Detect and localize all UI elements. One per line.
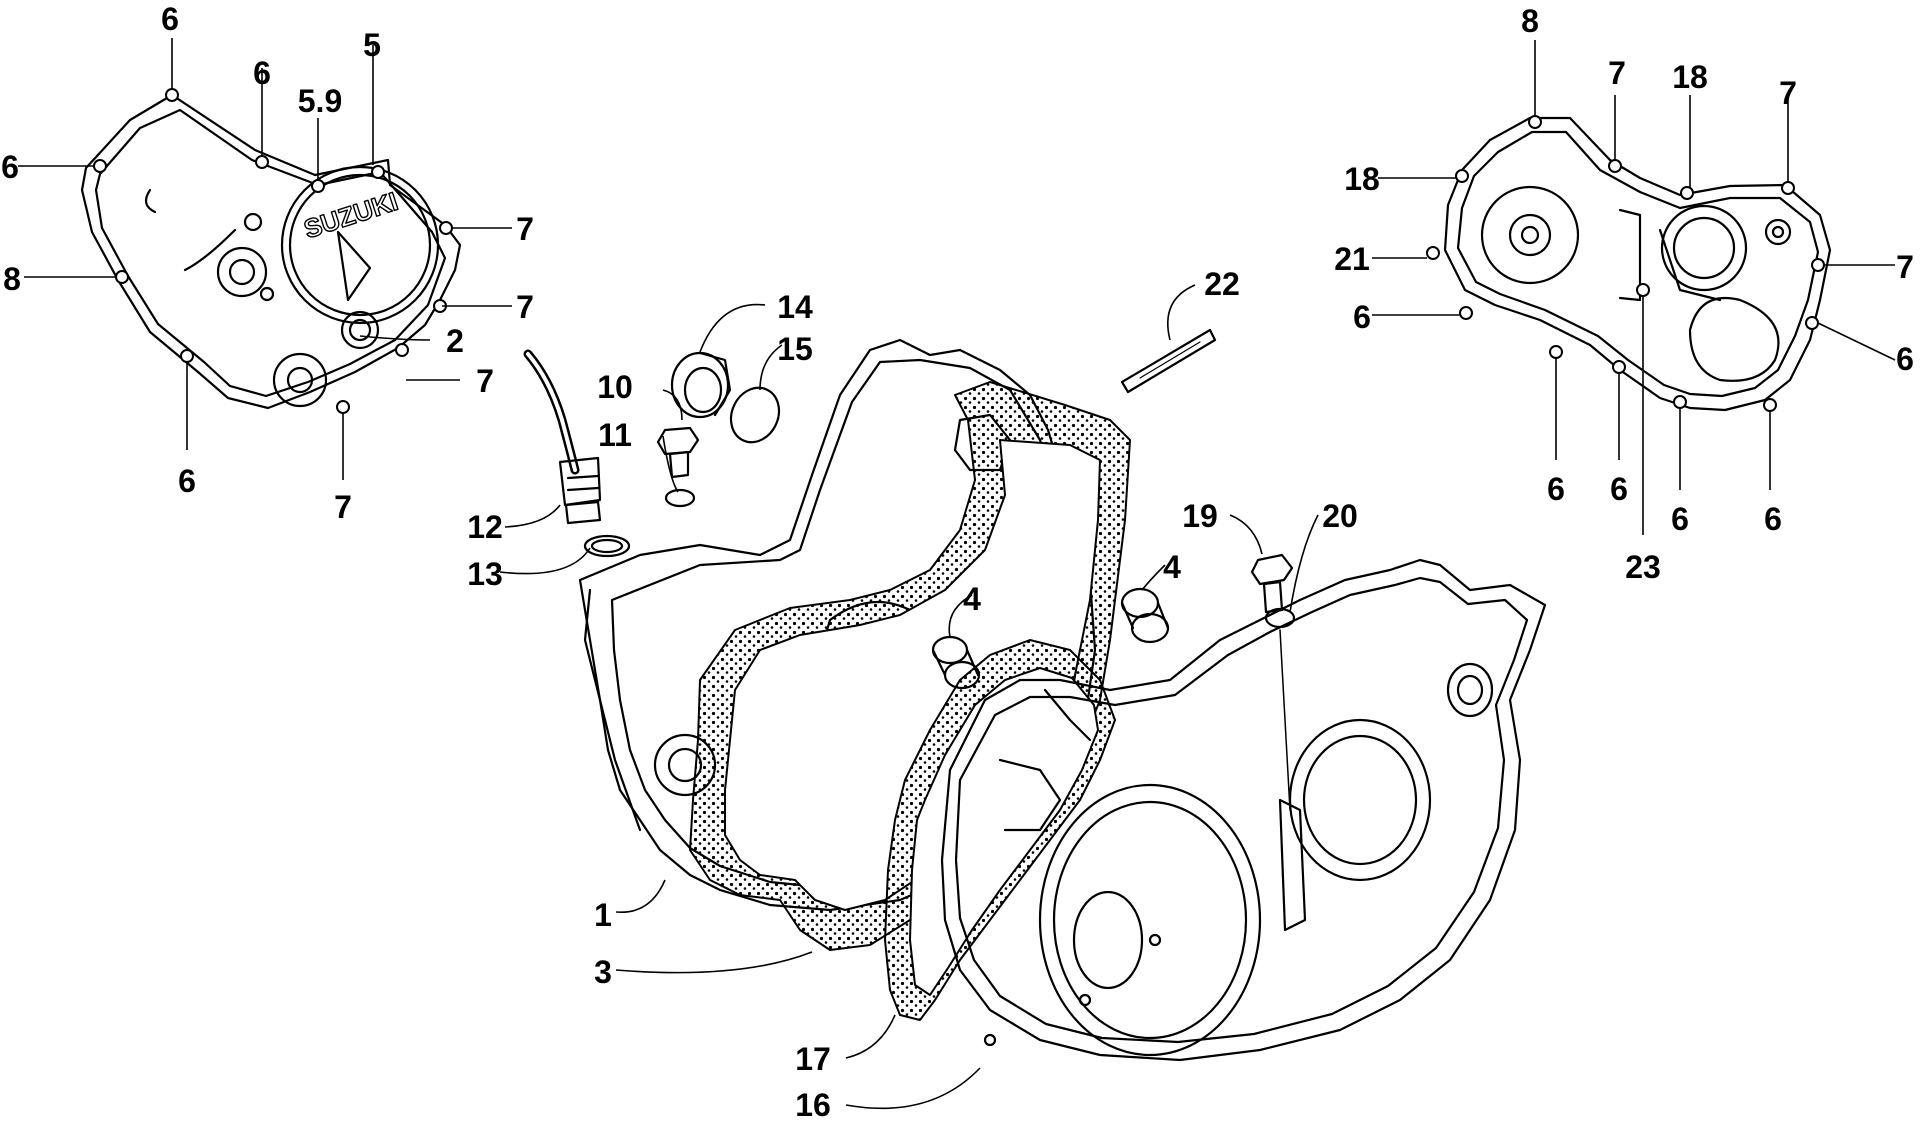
crankcase-right-half (940, 558, 1547, 1062)
callout-label: 1 (594, 897, 612, 933)
callout-label: 11 (598, 417, 632, 453)
callout-label: 8 (3, 261, 21, 297)
callout-label: 4 (963, 581, 981, 617)
leader-lines (18, 38, 1896, 1110)
callout-label: 7 (1896, 249, 1914, 285)
assembly-line-19 (1279, 629, 1291, 811)
callout-label: 21 (1334, 241, 1370, 277)
callout-label: 16 (795, 1087, 831, 1123)
callout-label: 3 (594, 954, 612, 990)
callout-label: 6 (1671, 501, 1689, 537)
callout-label: 6 (1, 149, 19, 185)
callout-label: 6 (161, 1, 179, 37)
callout-label: 6 (1353, 299, 1371, 335)
callout-label: 13 (467, 556, 503, 592)
suzuki-brand-text: SUZUKI (300, 186, 401, 244)
callout-label: 7 (516, 211, 534, 247)
callout-label: 18 (1344, 161, 1380, 197)
drain-bolt-10 (656, 426, 700, 479)
circlip-15 (729, 386, 781, 444)
callout-label: 4 (1163, 549, 1181, 585)
callout-label: 8 (1521, 3, 1539, 39)
dowel-pin-4b (1120, 587, 1170, 644)
callout-label: 5 (363, 27, 381, 63)
washer-11 (664, 488, 696, 508)
callout-label: 15 (777, 331, 813, 367)
callout-label: 6 (1547, 471, 1565, 507)
callout-label: 14 (777, 289, 813, 325)
washer-20 (1264, 607, 1296, 629)
callout-label: 5.9 (298, 83, 342, 119)
callout-label: 6 (1610, 471, 1628, 507)
cover-gasket (884, 639, 1116, 1021)
callout-label: 22 (1204, 266, 1240, 302)
callout-label: 18 (1672, 59, 1708, 95)
oil-sensor-with-hose (523, 349, 602, 525)
bracket-strap-22 (1120, 328, 1217, 394)
callout-label: 7 (476, 363, 494, 399)
callout-label: 17 (795, 1041, 831, 1077)
callout-label: 19 (1182, 498, 1218, 534)
sealing-washer-13 (583, 534, 631, 558)
callout-label: 23 (1625, 549, 1661, 585)
callout-label: 6 (1764, 501, 1782, 537)
callout-label: 10 (597, 369, 633, 405)
callout-label: 12 (467, 509, 503, 545)
callout-label: 7 (1608, 55, 1626, 91)
callout-label: 2 (446, 323, 464, 359)
bolt-19 (1250, 553, 1294, 614)
callout-label: 6 (178, 463, 196, 499)
callout-label: 7 (516, 289, 534, 325)
clutch-cover-left: SUZUKI (80, 93, 462, 410)
callout-label: 6 (1896, 341, 1914, 377)
sealing-washer-13-inner (590, 538, 624, 554)
magneto-cover-right (1443, 116, 1832, 412)
callout-label: 6 (253, 55, 271, 91)
callout-label: 7 (1779, 75, 1797, 111)
callout-label: 7 (334, 489, 352, 525)
callout-label: 20 (1322, 498, 1358, 534)
oil-seal-14 (670, 351, 732, 419)
